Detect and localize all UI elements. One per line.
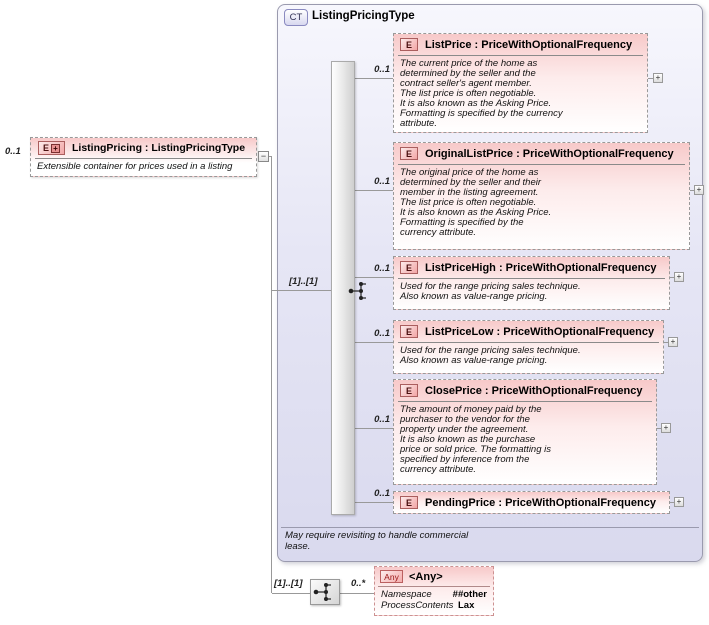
expand-toggle-icon[interactable]: + [653, 73, 663, 83]
element-title: OriginalListPrice : PriceWithOptionalFre… [425, 147, 674, 160]
divider [398, 55, 643, 56]
any-properties: Namespace ##other ProcessContents Lax [375, 587, 493, 611]
cardinality-label: 0..1 [374, 263, 390, 274]
connector-line [648, 78, 653, 79]
property-value: ##other [452, 589, 487, 600]
root-element-box[interactable]: E + ListingPricing : ListingPricingType … [30, 137, 257, 177]
group-cardinality-label: [1]..[1] [289, 276, 318, 287]
element-badge-icon: E [400, 261, 418, 274]
property-value: Lax [458, 600, 475, 611]
element-description: Used for the range pricing sales techniq… [400, 345, 581, 366]
element-title: ClosePrice : PriceWithOptionalFrequency [425, 384, 643, 397]
root-cardinality-label: 0..1 [5, 146, 21, 157]
divider [398, 278, 665, 279]
connector-line [272, 290, 331, 291]
connector-line [272, 593, 310, 594]
divider [398, 164, 685, 165]
element-box-originallistprice[interactable]: E OriginalListPrice : PriceWithOptionalF… [393, 142, 690, 250]
group-cardinality-label: [1]..[1] [274, 578, 303, 589]
expand-toggle-icon[interactable]: + [674, 272, 684, 282]
element-box-listpricehigh[interactable]: E ListPriceHigh : PriceWithOptionalFrequ… [393, 256, 670, 310]
element-box-listprice[interactable]: E ListPrice : PriceWithOptionalFrequency… [393, 33, 648, 133]
divider [378, 586, 490, 587]
element-header: E ListPriceLow : PriceWithOptionalFreque… [394, 321, 663, 342]
connector-line [269, 156, 272, 157]
connector-line [271, 156, 272, 593]
cardinality-label: 0..1 [374, 64, 390, 75]
cardinality-label: 0..1 [374, 328, 390, 339]
any-title: <Any> [409, 570, 443, 583]
any-header: Any <Any> [375, 567, 493, 586]
expand-toggle-icon[interactable]: + [674, 497, 684, 507]
divider [398, 401, 652, 402]
collapse-toggle-icon[interactable]: − [258, 151, 269, 162]
property-label: Namespace [381, 589, 432, 600]
complex-type-title: ListingPricingType [312, 10, 415, 22]
expand-toggle-icon[interactable]: + [694, 185, 704, 195]
element-title: PendingPrice : PriceWithOptionalFrequenc… [425, 496, 656, 509]
plus-icon: + [51, 143, 60, 153]
element-box-listpricelow[interactable]: E ListPriceLow : PriceWithOptionalFreque… [393, 320, 664, 374]
cardinality-label: 0..1 [374, 488, 390, 499]
complex-type-badge: CT [284, 9, 308, 26]
element-box-pendingprice[interactable]: E PendingPrice : PriceWithOptionalFreque… [393, 491, 670, 514]
root-element-description: Extensible container for prices used in … [37, 161, 233, 172]
footnote-divider [281, 527, 699, 528]
property-label: ProcessContents [381, 600, 454, 611]
connector-line [355, 428, 393, 429]
element-description: The current price of the home as determi… [400, 58, 563, 129]
property-row: ProcessContents Lax [381, 600, 487, 611]
element-title: ListPriceHigh : PriceWithOptionalFrequen… [425, 261, 657, 274]
element-title: ListPrice : PriceWithOptionalFrequency [425, 38, 633, 51]
element-badge-icon: E [400, 496, 418, 509]
element-description: Used for the range pricing sales techniq… [400, 281, 581, 302]
root-element-header: E + ListingPricing : ListingPricingType [31, 138, 256, 158]
element-header: E OriginalListPrice : PriceWithOptionalF… [394, 143, 689, 164]
element-badge-icon: E [400, 384, 418, 397]
connector-line [355, 78, 393, 79]
connector-line [355, 277, 393, 278]
connector-line [690, 190, 694, 191]
property-row: Namespace ##other [381, 589, 487, 600]
element-description: The amount of money paid by the purchase… [400, 404, 552, 475]
sequence-compositor-box[interactable] [310, 579, 340, 605]
sequence-compositor-icon [313, 583, 331, 601]
element-badge-icon: E [400, 147, 418, 160]
divider [35, 158, 252, 159]
any-cardinality-label: 0..* [351, 578, 366, 589]
any-badge-icon: Any [380, 570, 403, 583]
cardinality-label: 0..1 [374, 414, 390, 425]
any-element-box[interactable]: Any <Any> Namespace ##other ProcessConte… [374, 566, 494, 616]
expand-toggle-icon[interactable]: + [668, 337, 678, 347]
connector-line [670, 502, 674, 503]
element-badge-icon: E [400, 38, 418, 51]
sequence-bar[interactable] [331, 61, 355, 515]
expand-toggle-icon[interactable]: + [661, 423, 671, 433]
root-element-title: ListingPricing : ListingPricingType [72, 142, 246, 154]
element-header: E PendingPrice : PriceWithOptionalFreque… [394, 492, 669, 513]
element-badge-icon: E [400, 325, 418, 338]
connector-line [340, 593, 374, 594]
element-box-closeprice[interactable]: E ClosePrice : PriceWithOptionalFrequenc… [393, 379, 657, 485]
complex-type-footnote: May require revisiting to handle commerc… [285, 530, 469, 552]
sequence-compositor-icon [348, 282, 366, 300]
element-header: E ListPrice : PriceWithOptionalFrequency [394, 34, 647, 55]
connector-line [355, 190, 393, 191]
connector-line [657, 428, 661, 429]
connector-line [355, 502, 393, 503]
cardinality-label: 0..1 [374, 176, 390, 187]
connector-line [670, 277, 674, 278]
element-description: The original price of the home as determ… [400, 167, 552, 238]
element-header: E ClosePrice : PriceWithOptionalFrequenc… [394, 380, 656, 401]
connector-line [664, 342, 668, 343]
divider [398, 342, 659, 343]
element-badge-icon: E + [38, 141, 65, 155]
element-header: E ListPriceHigh : PriceWithOptionalFrequ… [394, 257, 669, 278]
element-badge-letter: E [42, 143, 49, 153]
element-title: ListPriceLow : PriceWithOptionalFrequenc… [425, 325, 655, 338]
connector-line [355, 342, 393, 343]
